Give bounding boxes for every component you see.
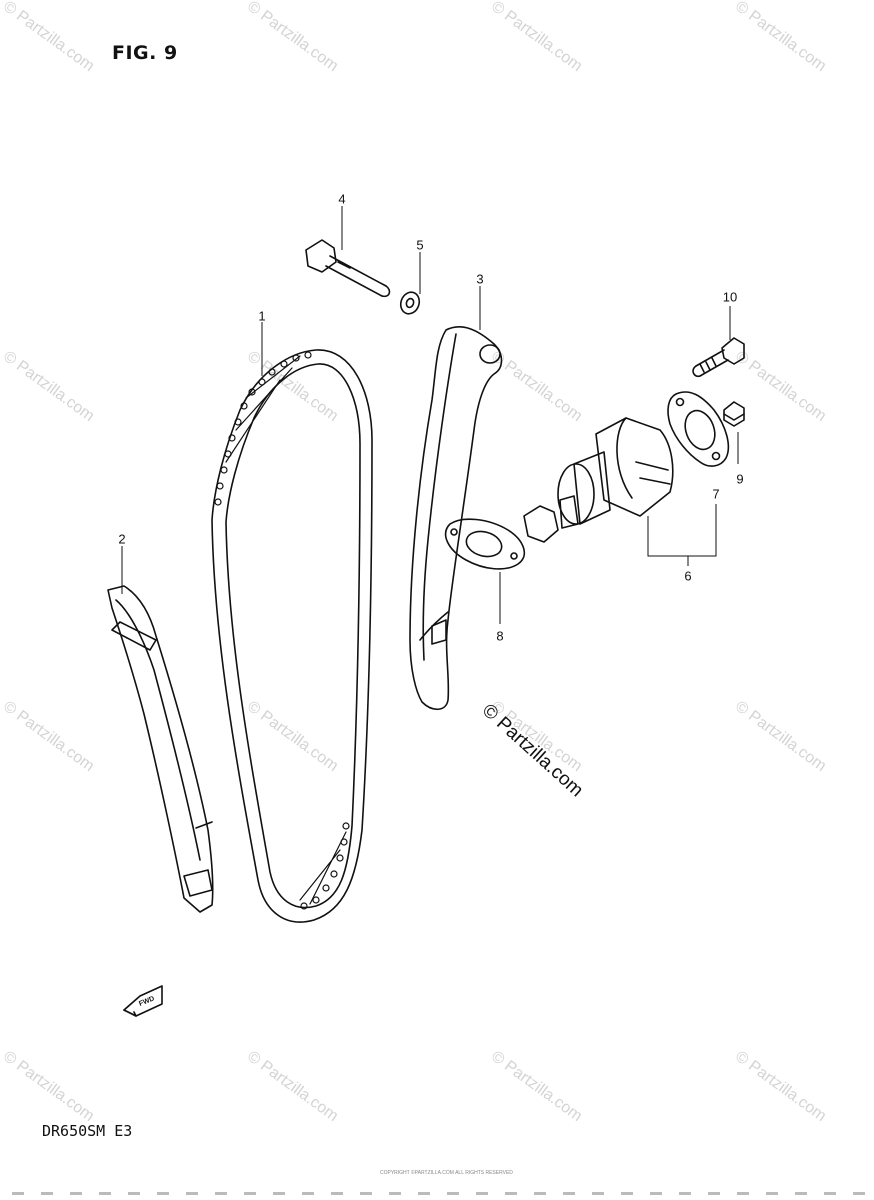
leader-lines xyxy=(121,206,739,624)
cam-chain[interactable] xyxy=(211,349,373,923)
callout-7: 7 xyxy=(712,486,720,502)
edge-tick xyxy=(824,1192,836,1195)
edge-tick xyxy=(389,1192,401,1195)
washer[interactable] xyxy=(398,290,422,317)
tensioner-adjuster[interactable] xyxy=(523,417,674,543)
edge-tick xyxy=(476,1192,488,1195)
edge-tick xyxy=(12,1192,24,1195)
edge-tick xyxy=(592,1192,604,1195)
callout-9: 9 xyxy=(736,471,744,487)
edge-tick xyxy=(505,1192,517,1195)
edge-tick xyxy=(331,1192,343,1195)
chain-links-top xyxy=(214,351,312,506)
edge-tick xyxy=(708,1192,720,1195)
cam-chain-guide[interactable] xyxy=(107,585,214,913)
edge-tick xyxy=(70,1192,82,1195)
edge-tick xyxy=(795,1192,807,1195)
edge-tick xyxy=(563,1192,575,1195)
edge-tick xyxy=(302,1192,314,1195)
edge-tick xyxy=(766,1192,778,1195)
edge-tick xyxy=(418,1192,430,1195)
edge-tick xyxy=(215,1192,227,1195)
cam-chain-tensioner-arm[interactable] xyxy=(409,326,503,711)
edge-tick xyxy=(650,1192,662,1195)
edge-tick xyxy=(41,1192,53,1195)
model-code: DR650SM E3 xyxy=(42,1122,133,1140)
callout-4: 4 xyxy=(338,191,346,207)
callout-5: 5 xyxy=(416,237,424,253)
callout-8: 8 xyxy=(496,628,504,644)
edge-tick xyxy=(447,1192,459,1195)
edge-tick xyxy=(737,1192,749,1195)
edge-tick xyxy=(360,1192,372,1195)
edge-tick xyxy=(273,1192,285,1195)
edge-tick xyxy=(853,1192,865,1195)
edge-tick xyxy=(534,1192,546,1195)
edge-tick xyxy=(621,1192,633,1195)
edge-tick xyxy=(186,1192,198,1195)
adjuster-bolt[interactable] xyxy=(692,337,745,378)
figure-title: FIG. 9 xyxy=(112,42,178,64)
guide-gasket[interactable] xyxy=(444,518,526,570)
edge-tick xyxy=(128,1192,140,1195)
edge-tick xyxy=(99,1192,111,1195)
adjuster-plug[interactable] xyxy=(723,401,745,427)
callout-6: 6 xyxy=(684,568,692,584)
callout-10: 10 xyxy=(722,289,738,305)
callout-3: 3 xyxy=(476,271,484,287)
chain-links-bottom xyxy=(299,822,350,910)
scan-edge-marks xyxy=(0,1192,874,1200)
callout-2: 2 xyxy=(118,531,126,547)
edge-tick xyxy=(679,1192,691,1195)
tensioner-gasket[interactable] xyxy=(667,391,730,467)
edge-tick xyxy=(244,1192,256,1195)
callout-1: 1 xyxy=(258,308,266,324)
footer-copyright: COPYRIGHT ©PARTZILLA.COM ALL RIGHTS RESE… xyxy=(380,1170,513,1176)
fwd-arrow-icon xyxy=(123,985,163,1017)
guide-bolt[interactable] xyxy=(305,239,391,298)
edge-tick xyxy=(157,1192,169,1195)
